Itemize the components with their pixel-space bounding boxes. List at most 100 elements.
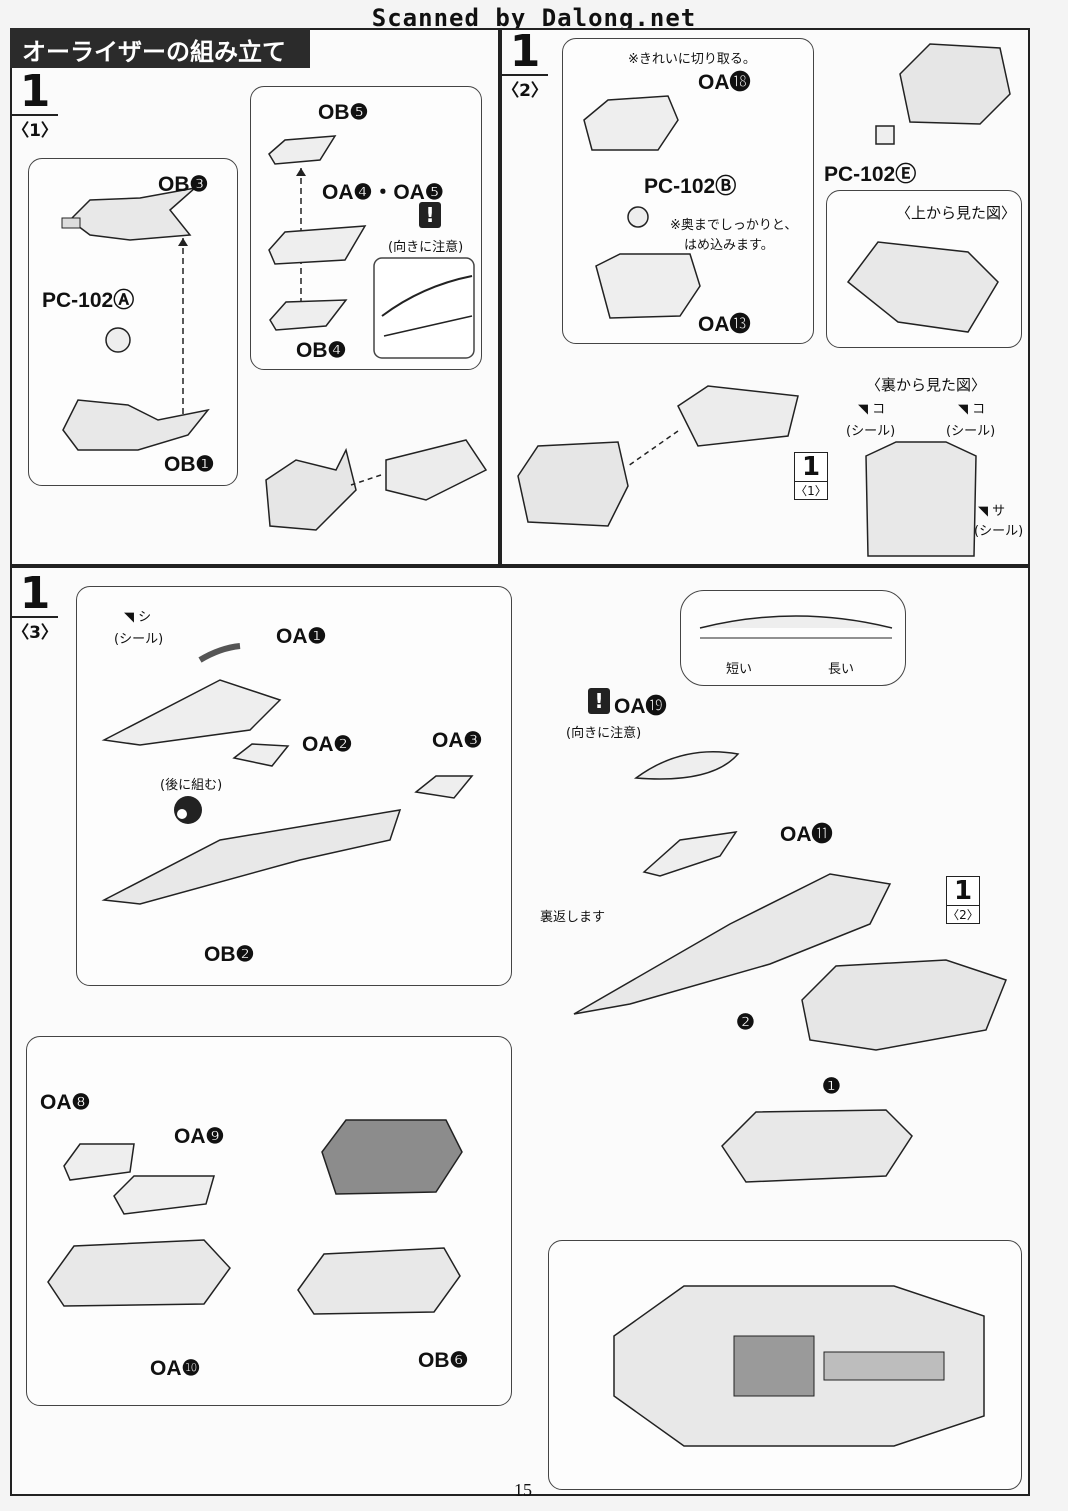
label-ob6: OB❻ bbox=[418, 1349, 469, 1372]
label-pc102e: PC-102Ⓔ bbox=[824, 163, 917, 186]
step-badge-1-3: 1 〈3〉 bbox=[12, 572, 58, 643]
oa1-part bbox=[101, 643, 282, 746]
step2-module-part bbox=[801, 959, 1007, 1051]
ref-sub: 〈1〉 bbox=[795, 481, 827, 499]
cut-note: ※きれいに切り取る。 bbox=[628, 52, 756, 67]
fit-note-2: はめ込みます。 bbox=[684, 238, 774, 253]
label-oa13: OA⓭ bbox=[698, 313, 751, 336]
ob6-top-part bbox=[321, 1119, 463, 1195]
ob3-part-illustration bbox=[61, 186, 198, 241]
label-oa3: OA❸ bbox=[432, 729, 483, 752]
seal-ko-2: ◥ コ bbox=[958, 402, 986, 417]
seal-label-3: (シール) bbox=[974, 524, 1024, 539]
ref-num: 1 bbox=[801, 452, 821, 482]
length-callout-illustration bbox=[699, 615, 893, 639]
panel-oa8-assembly bbox=[26, 1036, 512, 1406]
ref-step-1-2: 1 〈2〉 bbox=[946, 876, 980, 924]
label-oa18: OA⓲ bbox=[698, 71, 751, 94]
oa18-part bbox=[583, 95, 679, 151]
label-ob3: OB❸ bbox=[158, 173, 209, 196]
label-oa10: OA❿ bbox=[150, 1357, 201, 1380]
label-ob5: OB❺ bbox=[318, 101, 369, 124]
seal-shi: ◥ シ bbox=[124, 610, 152, 625]
step-number: 1 bbox=[19, 568, 51, 619]
oa10-base-part bbox=[47, 1239, 231, 1307]
pc102a-part bbox=[105, 327, 131, 353]
step-sub: 〈3〉 bbox=[12, 616, 58, 643]
seal-ko-2-code: コ bbox=[972, 402, 986, 417]
back-view-title: 〈裏から見た図〉 bbox=[866, 376, 987, 394]
label-short: 短い bbox=[726, 662, 753, 677]
step2-assembly bbox=[517, 385, 799, 527]
oa19-caution-text: (向きに注意) bbox=[566, 726, 642, 741]
caution-box: ! bbox=[400, 202, 460, 228]
fit-note-1: ※奥までしっかりと、 bbox=[670, 218, 798, 233]
ob1-part-illustration bbox=[62, 399, 210, 451]
label-ob2: OB❷ bbox=[204, 943, 255, 966]
step-sub: 〈1〉 bbox=[12, 114, 58, 141]
top-view-illustration bbox=[846, 241, 999, 333]
label-oa9: OA❾ bbox=[174, 1125, 225, 1148]
main-hull-part bbox=[573, 873, 892, 1015]
seal-sa-code: サ bbox=[992, 504, 1006, 519]
oa11-part bbox=[642, 831, 738, 877]
page-number: 15 bbox=[514, 1480, 532, 1500]
oa2-part bbox=[232, 743, 290, 767]
seal-ko-1: ◥ コ bbox=[858, 402, 886, 417]
seal-label-2: (シール) bbox=[946, 424, 996, 439]
pc102e-part bbox=[875, 125, 895, 145]
step-badge-1-1: 1 〈1〉 bbox=[12, 70, 58, 141]
caution-text: (向きに注意) bbox=[388, 240, 464, 255]
arrow-ob3 bbox=[178, 238, 188, 438]
label-pc102b: PC-102Ⓑ bbox=[644, 175, 737, 198]
step-badge-1-2: 1 〈2〉 bbox=[502, 30, 548, 101]
completed-top-view bbox=[613, 1285, 985, 1447]
seal-shi-label: (シール) bbox=[114, 632, 164, 647]
label-long: 長い bbox=[828, 662, 855, 677]
seal-shi-code: シ bbox=[138, 610, 152, 625]
ref-step-1-1: 1 〈1〉 bbox=[794, 452, 828, 500]
oa19-part bbox=[633, 751, 740, 780]
step-sub: 〈2〉 bbox=[502, 74, 548, 101]
label-ob4: OB❹ bbox=[296, 339, 347, 362]
ob4-part bbox=[269, 299, 348, 331]
order-badge-1: ❶ bbox=[822, 1075, 841, 1098]
ref-sub: 〈2〉 bbox=[947, 905, 979, 923]
oa9-part bbox=[113, 1175, 215, 1215]
oa13-part bbox=[595, 253, 701, 319]
detail-zoom-inset bbox=[373, 257, 475, 359]
ob5-part bbox=[268, 135, 337, 165]
oa3-part bbox=[414, 775, 474, 799]
label-oa8: OA❽ bbox=[40, 1091, 91, 1114]
label-oa45: OA❹・OA❺ bbox=[322, 181, 444, 204]
caution-icon: ! bbox=[419, 202, 441, 228]
label-oa19: OA⓳ bbox=[614, 695, 667, 718]
top-view-title: 〈上から見た図〉 bbox=[896, 204, 1017, 222]
later-part-icon bbox=[174, 796, 202, 824]
oa45-part bbox=[268, 225, 367, 265]
label-oa11: OA⓫ bbox=[780, 823, 833, 846]
caution-icon: ! bbox=[588, 688, 610, 714]
label-oa2: OA❷ bbox=[302, 733, 353, 756]
seal-label-1: (シール) bbox=[846, 424, 896, 439]
ref-num: 1 bbox=[953, 876, 973, 906]
oa8-part bbox=[63, 1143, 135, 1181]
base-frame-part bbox=[721, 1109, 913, 1183]
label-pc102a: PC-102Ⓐ bbox=[42, 289, 135, 312]
step-number: 1 bbox=[19, 66, 51, 117]
part-top-right bbox=[899, 43, 1011, 125]
assembled-step1-result bbox=[265, 439, 488, 531]
ob2-part bbox=[101, 809, 402, 905]
scan-header: Scanned by Dalong.net bbox=[371, 4, 697, 32]
label-oa1: OA❶ bbox=[276, 625, 327, 648]
seal-sa: ◥ サ bbox=[978, 504, 1006, 519]
ob6-part bbox=[297, 1247, 461, 1315]
section-title: オーライザーの組み立て bbox=[10, 28, 310, 68]
flip-note: 裏返します bbox=[540, 910, 606, 925]
order-badge-2: ❷ bbox=[736, 1011, 755, 1034]
later-note: (後に組む) bbox=[160, 778, 223, 793]
oa19-caution: ! bbox=[588, 688, 610, 714]
label-ob1: OB❶ bbox=[164, 453, 215, 476]
pc102b-part bbox=[627, 206, 649, 228]
back-view-illustration bbox=[865, 441, 977, 557]
